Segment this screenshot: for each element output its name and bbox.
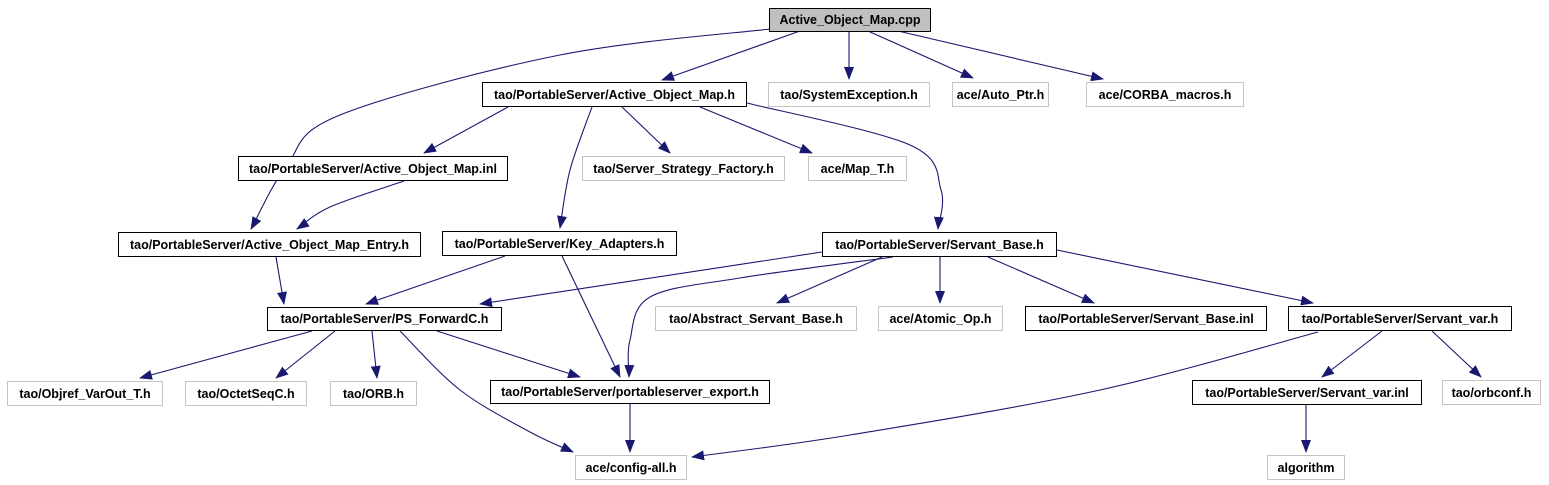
node-servant-var-h[interactable]: tao/PortableServer/Servant_var.h [1288, 306, 1512, 331]
node-label: ace/Map_T.h [820, 161, 895, 176]
edge-ps-forwardc-h-to-orb-h [370, 330, 381, 379]
edge-active-object-map-cpp-to-active-object-map-h [661, 30, 801, 81]
edge-active-object-map-h-to-server-strategy-factory-h [621, 106, 671, 154]
edge-ps-forwardc-h-to-config-all-h [399, 330, 574, 453]
node-label: tao/PortableServer/Servant_Base.h [835, 237, 1044, 252]
node-label: tao/PortableServer/Active_Object_Map.inl [248, 161, 497, 176]
node-config-all-h[interactable]: ace/config-all.h [575, 455, 687, 480]
edge-active-object-map-cpp-to-active-object-map-entry-h [250, 28, 771, 230]
edge-key-adapters-h-to-portableserver-export-h [561, 255, 621, 378]
edge-active-object-map-h-to-key-adapters-h [557, 106, 593, 229]
node-label: tao/PortableServer/PS_ForwardC.h [280, 312, 489, 326]
edge-active-object-map-h-to-active-object-map-inl [423, 106, 509, 154]
node-ps-forwardc-h[interactable]: tao/PortableServer/PS_ForwardC.h [267, 307, 502, 331]
edge-servant-base-h-to-ps-forwardc-h [479, 251, 823, 308]
node-portableserver-export-h[interactable]: tao/PortableServer/portableserver_export… [490, 380, 770, 404]
edge-servant-var-h-to-servant-var-inl [1321, 330, 1383, 378]
node-objref-varout-t-h[interactable]: tao/Objref_VarOut_T.h [7, 381, 163, 406]
edge-active-object-map-entry-h-to-ps-forwardc-h [275, 256, 287, 305]
node-active-object-map-h[interactable]: tao/PortableServer/Active_Object_Map.h [482, 82, 747, 107]
node-auto-ptr-h[interactable]: ace/Auto_Ptr.h [952, 82, 1049, 107]
node-active-object-map-entry-h[interactable]: tao/PortableServer/Active_Object_Map_Ent… [118, 232, 421, 257]
node-label: tao/PortableServer/Active_Object_Map_Ent… [129, 237, 410, 252]
node-system-exception-h[interactable]: tao/SystemException.h [768, 82, 930, 107]
edge-active-object-map-inl-to-active-object-map-entry-h [296, 180, 405, 230]
node-label: Active_Object_Map.cpp [779, 13, 921, 27]
node-servant-base-inl[interactable]: tao/PortableServer/Servant_Base.inl [1025, 306, 1267, 331]
node-servant-base-h[interactable]: tao/PortableServer/Servant_Base.h [822, 232, 1057, 257]
edge-active-object-map-h-to-servant-base-h [746, 102, 944, 230]
node-map-t-h[interactable]: ace/Map_T.h [808, 156, 907, 181]
node-label: tao/PortableServer/Key_Adapters.h [454, 236, 665, 251]
node-octetseqc-h[interactable]: tao/OctetSeqC.h [185, 381, 307, 406]
node-abstract-servant-base-h[interactable]: tao/Abstract_Servant_Base.h [655, 306, 857, 331]
node-orbconf-h[interactable]: tao/orbconf.h [1442, 380, 1541, 405]
node-label: tao/Server_Strategy_Factory.h [593, 161, 774, 176]
node-server-strategy-factory-h[interactable]: tao/Server_Strategy_Factory.h [582, 156, 785, 181]
node-label: tao/PortableServer/Active_Object_Map.h [493, 87, 736, 102]
node-label: ace/Auto_Ptr.h [956, 87, 1045, 102]
edge-servant-base-h-to-servant-var-h [1056, 249, 1314, 306]
node-active-object-map-inl[interactable]: tao/PortableServer/Active_Object_Map.inl [238, 156, 508, 181]
edge-active-object-map-cpp-to-auto-ptr-h [867, 30, 974, 79]
node-label: ace/Atomic_Op.h [889, 311, 992, 326]
node-label: tao/Objref_VarOut_T.h [19, 386, 151, 401]
node-label: ace/CORBA_macros.h [1098, 87, 1232, 102]
edge-active-object-map-h-to-map-t-h [699, 106, 813, 154]
node-label: tao/OctetSeqC.h [197, 386, 295, 401]
node-label: tao/PortableServer/Servant_var.h [1301, 311, 1499, 326]
node-corba-macros-h[interactable]: ace/CORBA_macros.h [1086, 82, 1244, 107]
edge-servant-base-h-to-portableserver-export-h [624, 256, 894, 378]
node-label: ace/config-all.h [585, 460, 677, 475]
node-algorithm[interactable]: algorithm [1267, 455, 1345, 480]
edge-ps-forwardc-h-to-portableserver-export-h [436, 330, 581, 379]
edge-servant-base-h-to-abstract-servant-base-h [776, 256, 883, 304]
edge-ps-forwardc-h-to-objref-varout-t-h [139, 330, 313, 380]
node-active-object-map-cpp[interactable]: Active_Object_Map.cpp [769, 8, 931, 32]
node-label: tao/PortableServer/Servant_var.inl [1205, 385, 1409, 400]
node-label: tao/SystemException.h [780, 87, 918, 102]
node-label: tao/orbconf.h [1451, 385, 1532, 400]
node-label: tao/ORB.h [342, 386, 405, 401]
edge-servant-base-h-to-servant-base-inl [987, 256, 1095, 304]
edge-servant-var-h-to-orbconf-h [1431, 330, 1482, 378]
node-servant-var-inl[interactable]: tao/PortableServer/Servant_var.inl [1192, 380, 1422, 405]
node-label: tao/PortableServer/Servant_Base.inl [1038, 311, 1254, 326]
edge-active-object-map-cpp-to-corba-macros-h [897, 30, 1104, 82]
node-key-adapters-h[interactable]: tao/PortableServer/Key_Adapters.h [442, 231, 677, 256]
edge-key-adapters-h-to-ps-forwardc-h [365, 255, 506, 305]
node-label: tao/Abstract_Servant_Base.h [669, 311, 843, 326]
edge-ps-forwardc-h-to-octetseqc-h [275, 330, 336, 379]
node-orb-h[interactable]: tao/ORB.h [330, 381, 417, 406]
node-atomic-op-h[interactable]: ace/Atomic_Op.h [878, 306, 1003, 331]
edge-servant-var-h-to-config-all-h [691, 331, 1319, 461]
node-label: algorithm [1277, 460, 1335, 475]
node-label: tao/PortableServer/portableserver_export… [501, 385, 759, 399]
